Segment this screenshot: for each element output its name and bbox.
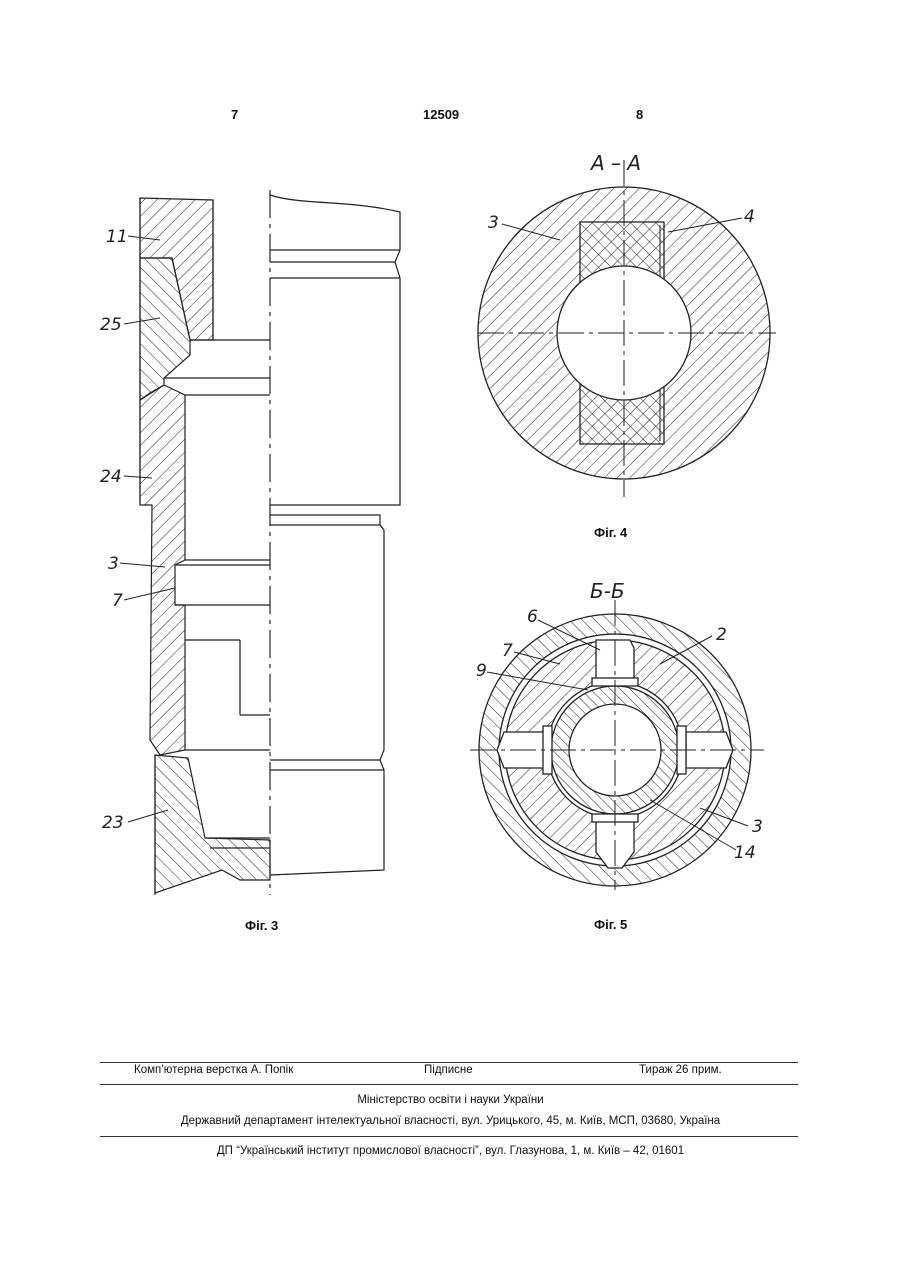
print-run: Тираж 26 прим. [639,1064,722,1076]
fig5-label-2: 2 [716,625,727,645]
label-11: 11 [106,227,128,247]
ministry-name: Міністерство освіти і науки України [0,1094,901,1106]
section-b-b: Б-Б [590,579,625,603]
figure-4-caption: Фіг. 4 [594,525,627,540]
fig5-label-9: 9 [476,661,487,681]
fig5-label-14: 14 [734,843,756,863]
footer-rule-bottom [100,1136,798,1137]
footer-rule-top [100,1062,798,1063]
label-25: 25 [100,315,122,335]
fig5-label-7: 7 [502,641,513,661]
label-23: 23 [102,813,124,833]
typesetting-credit: Комп’ютерна верстка А. Попік [134,1064,293,1076]
section-a-a: А – А [589,151,641,175]
fig5-label-6: 6 [527,607,538,627]
fig4-label-3: 3 [488,213,499,233]
fig5-label-3: 3 [752,817,763,837]
institute-address: ДП “Український інститут промислової вла… [0,1145,901,1157]
figure-3-caption: Фіг. 3 [245,918,278,933]
label-3: 3 [108,554,119,574]
label-24: 24 [100,467,122,487]
figure-4-drawing [478,160,776,497]
footer-rule-middle [100,1084,798,1085]
department-address: Державний департамент інтелектуальної вл… [0,1115,901,1127]
fig4-label-4: 4 [744,207,755,227]
figure-5-caption: Фіг. 5 [594,917,627,932]
signed-note: Підписне [424,1064,473,1076]
label-7: 7 [112,591,123,611]
figure-3-drawing [140,190,400,895]
